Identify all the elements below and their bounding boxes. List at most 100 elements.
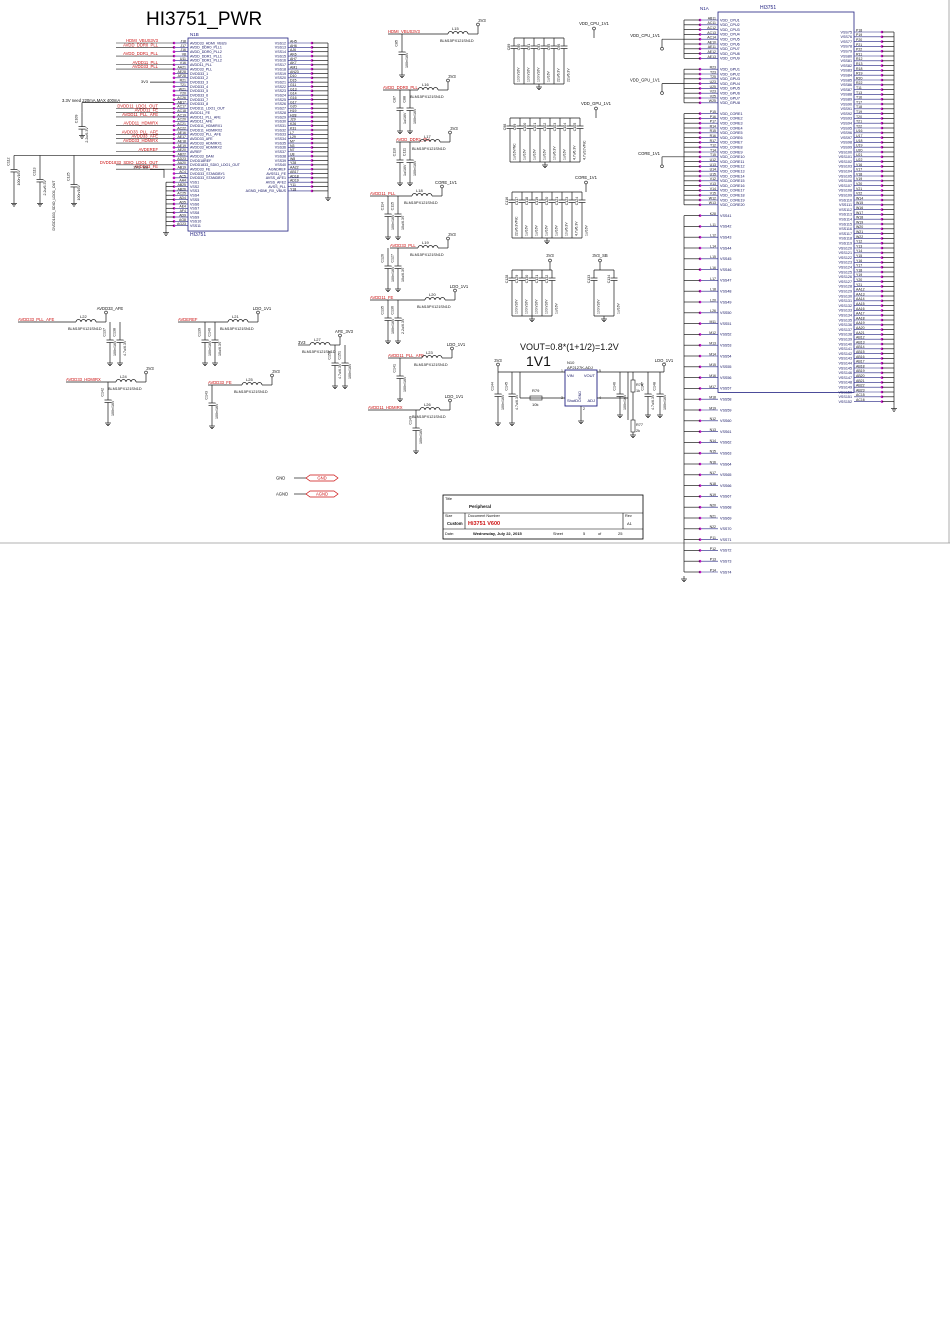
inductor-coil: [419, 407, 441, 411]
filter-net-in: AVDD11_FE: [370, 295, 394, 300]
n1a-pin-name: VSS144: [838, 362, 852, 366]
n1a-pin-name: VSS93: [841, 117, 852, 121]
rev-value: A1: [627, 521, 633, 526]
n1a-pin-number: W18: [856, 216, 863, 220]
n1a-pin-number: AB22: [856, 384, 865, 388]
doc-label: Document Number: [468, 514, 501, 518]
n1b-pin-number: J29: [290, 118, 296, 122]
n1a-pin-name: VDD_CORE7: [720, 141, 743, 145]
n1b-pin-number: AB17: [177, 100, 186, 104]
n1a-pin-number: T17: [856, 100, 862, 104]
decoupling-banks: C89100n/16VC90100n/16VC91100n/16VC931u/1…: [503, 21, 621, 322]
n1a-pin-number: AA19: [856, 321, 865, 325]
filter-net-out: LDO_1V1: [447, 342, 466, 347]
n1a-pin-name: VSS70: [720, 527, 731, 531]
capacitor-ref: C90: [517, 44, 521, 51]
rail-terminal: [256, 310, 260, 315]
3v3-decoupling-bank: C128100n/16VC129100n/16VC130100n/16VC131…: [505, 253, 559, 322]
n1a-pin-name: VDD_GPU3: [720, 77, 740, 81]
n1a-pin-number: N21: [710, 514, 716, 518]
filter-net-out: 3V3: [272, 369, 280, 374]
n1a-pin-number: U15: [710, 172, 716, 176]
n1a-pin-number: U20: [856, 148, 862, 152]
regulator-1v1-label: 1V1: [526, 353, 551, 369]
n1a-pin-number: R12: [856, 57, 862, 61]
n1a-pin-number: AB12: [856, 336, 865, 340]
n1b-pin-number: T21: [180, 83, 186, 87]
capacitor-value: 100n/16V: [517, 67, 521, 82]
n1a-pin-number: R22: [856, 81, 862, 85]
n1a-pin-number: T12: [710, 144, 716, 148]
n1b-pin-name: VSS13: [275, 46, 286, 50]
n1a-pin-number: AE10: [707, 40, 716, 44]
n1b-pin-number: AG8: [179, 218, 186, 222]
n1a-pin-number: W17: [856, 211, 863, 215]
n1a-pin-number: W15: [856, 201, 863, 205]
n1a-pin-number: W22: [856, 235, 863, 239]
n1a-pin-name: VDD_CPU4: [720, 33, 740, 37]
regulator-adj-pin: ADJ: [587, 398, 595, 403]
n1b-pin-name: DVDD33_1: [190, 72, 208, 76]
capacitor-ref: C117: [515, 197, 519, 205]
inductor-coil: [421, 355, 443, 359]
n1a-pin-number: L15: [710, 255, 716, 259]
inductor-ref: L24: [120, 374, 127, 379]
n1a-pin-number: M16: [709, 374, 716, 378]
capacitor-ref: C95: [547, 44, 551, 51]
n1a-pin-name: VSS109: [838, 194, 852, 198]
net-label: AVDD_DDR1_PLL: [123, 51, 159, 56]
capacitor-ref: C115: [391, 202, 395, 210]
n1a-pin-number: N14: [710, 439, 716, 443]
power-note: 3.3V need 220mA,MAX 400mA: [62, 98, 120, 103]
n1a-pin-name: VSS151: [838, 395, 852, 399]
filter-l20: AVDD11_FEL20BLM15PX121SN1DLDO_1V1C135100…: [370, 284, 469, 344]
n1b-pin-name: AVDD_DDR1_PLL2: [190, 59, 222, 63]
inductor-coil: [115, 379, 137, 383]
n1a-pin-number: R13: [856, 62, 862, 66]
capacitor-ref: C148: [653, 382, 657, 391]
n1a-pin-number: P22: [856, 48, 862, 52]
n1a-pin-name: VSS85: [841, 78, 852, 82]
n1a-pin-number: Y13: [856, 244, 862, 248]
n1a-pin-number: U23: [710, 80, 716, 84]
n1a-pin-number: N22: [710, 525, 716, 529]
regulator-pin-number: 5: [599, 369, 601, 373]
n1a-pin-number: AB23: [856, 388, 865, 392]
capacitor-ref: C93: [537, 44, 541, 51]
capacitor-ref: C101: [533, 123, 537, 132]
capacitor-value: 4.7u/6.3V: [515, 394, 519, 410]
n1a-pin-number: Y14: [856, 249, 862, 253]
n1a-pin-name: VSS125: [838, 270, 852, 274]
n1a-pin-number: P19: [856, 33, 862, 37]
n1a-pin-number: AA20: [856, 326, 865, 330]
n1b-pin-dot: [172, 146, 176, 149]
n1b-pin-name: DVDD1833_SDIO_LDO1_OUT: [190, 163, 241, 167]
n1b-pin-number: G13: [290, 87, 297, 91]
n1a-pin-name: VSS88: [841, 93, 852, 97]
capacitor-value: 1u/16V: [585, 225, 589, 236]
n1a-pin-name: VSS74: [720, 570, 731, 574]
n1a-pin-name: VSS152: [838, 400, 852, 404]
filter-net-in: AVDD_DDR1_PLL: [396, 137, 432, 142]
regulator-pin-number: 1: [561, 369, 563, 373]
n1a-pin-name: VSS121: [838, 251, 852, 255]
n1b-pin-dot: [172, 102, 176, 106]
n1a-pin-name: VSS101: [838, 155, 852, 159]
n1b-pin-number: Y11: [290, 183, 296, 187]
n1a-pin-number: L14: [710, 244, 716, 248]
net-label: AVDD11_HDMIRX: [123, 121, 158, 126]
n1a-pin-name: VSS145: [838, 366, 852, 370]
n1a-pin-number: T23: [710, 70, 716, 74]
